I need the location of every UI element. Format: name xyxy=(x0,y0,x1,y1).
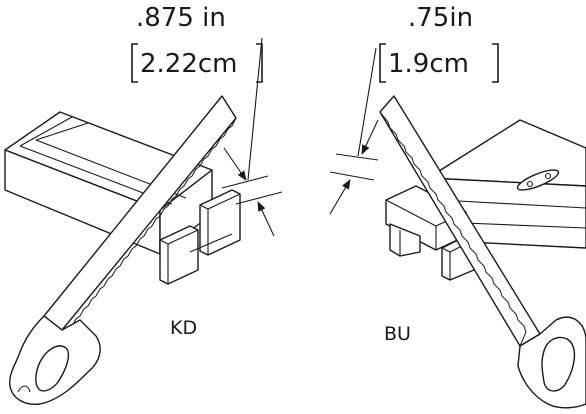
right-dimension-arrow-bottom xyxy=(329,179,351,215)
left-dimension-leader xyxy=(247,37,263,181)
left-dimension-cm-bracket xyxy=(131,43,263,83)
left-saw-handle xyxy=(8,315,101,405)
right-saw-handle xyxy=(517,316,586,409)
right-saw-illustration: .75in 1.9cm BU xyxy=(329,3,586,409)
left-dimension xyxy=(221,37,283,237)
right-dimension-cm: 1.9cm xyxy=(388,49,469,79)
right-dimension-inches: .75in xyxy=(408,3,473,33)
right-dimension-arrow-top xyxy=(361,119,379,155)
right-dimension-cm-bracket xyxy=(379,43,499,83)
right-dimension-leader xyxy=(357,47,377,157)
left-saw-label: KD xyxy=(170,317,197,339)
left-saw-illustration: .875 in 2.22cm KD xyxy=(4,3,283,405)
left-dimension-inches: .875 in xyxy=(136,3,226,33)
left-dimension-arrow-top xyxy=(223,147,247,181)
right-dimension xyxy=(329,47,379,215)
left-offcut-block xyxy=(159,189,241,285)
left-dimension-arrow-bottom xyxy=(257,201,275,237)
right-saw-label: BU xyxy=(384,323,411,345)
left-dimension-cm: 2.22cm xyxy=(140,49,238,79)
